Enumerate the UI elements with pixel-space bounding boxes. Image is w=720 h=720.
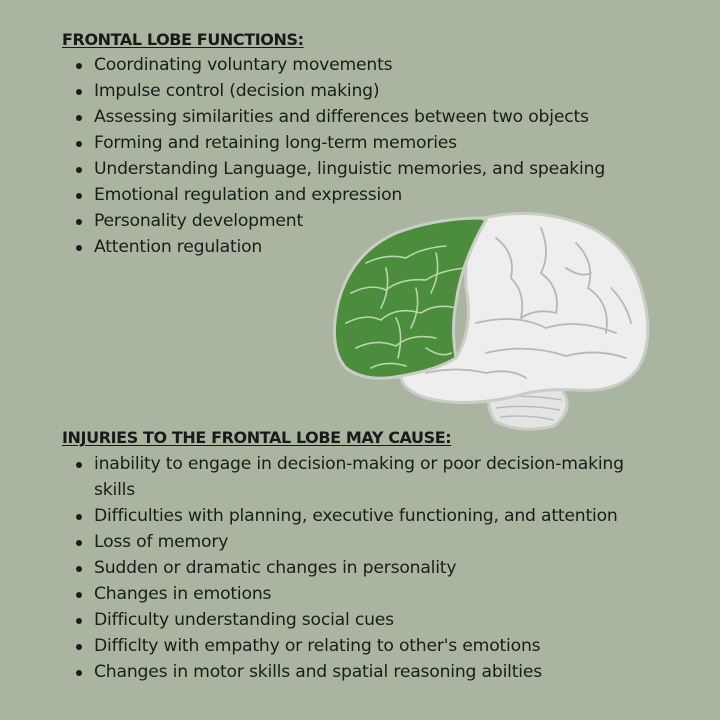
functions-list: Coordinating voluntary movements Impulse… <box>74 52 605 260</box>
injuries-list: inability to engage in decision-making o… <box>74 451 674 685</box>
list-item: inability to engage in decision-making o… <box>74 451 674 503</box>
brain-icon <box>332 211 650 431</box>
list-item: Understanding Language, linguistic memor… <box>74 156 605 182</box>
list-item: Impulse control (decision making) <box>74 78 605 104</box>
list-item: Emotional regulation and expression <box>74 182 605 208</box>
list-item: Changes in emotions <box>74 581 674 607</box>
list-item: Difficulty understanding social cues <box>74 607 674 633</box>
list-item: Sudden or dramatic changes in personalit… <box>74 555 674 581</box>
list-item: Difficulties with planning, executive fu… <box>74 503 674 529</box>
injuries-heading: INJURIES TO THE FRONTAL LOBE MAY CAUSE: <box>62 428 452 447</box>
list-item: Loss of memory <box>74 529 674 555</box>
list-item: Difficlty with empathy or relating to ot… <box>74 633 674 659</box>
brain-body-icon <box>398 211 650 404</box>
list-item: Changes in motor skills and spatial reas… <box>74 659 674 685</box>
frontal-lobe-icon <box>332 216 489 380</box>
list-item: Assessing similarities and differences b… <box>74 104 605 130</box>
list-item: Forming and retaining long-term memories <box>74 130 605 156</box>
list-item: Personality development <box>74 208 605 234</box>
list-item: Attention regulation <box>74 234 605 260</box>
list-item: Coordinating voluntary movements <box>74 52 605 78</box>
functions-heading: FRONTAL LOBE FUNCTIONS: <box>62 30 304 49</box>
